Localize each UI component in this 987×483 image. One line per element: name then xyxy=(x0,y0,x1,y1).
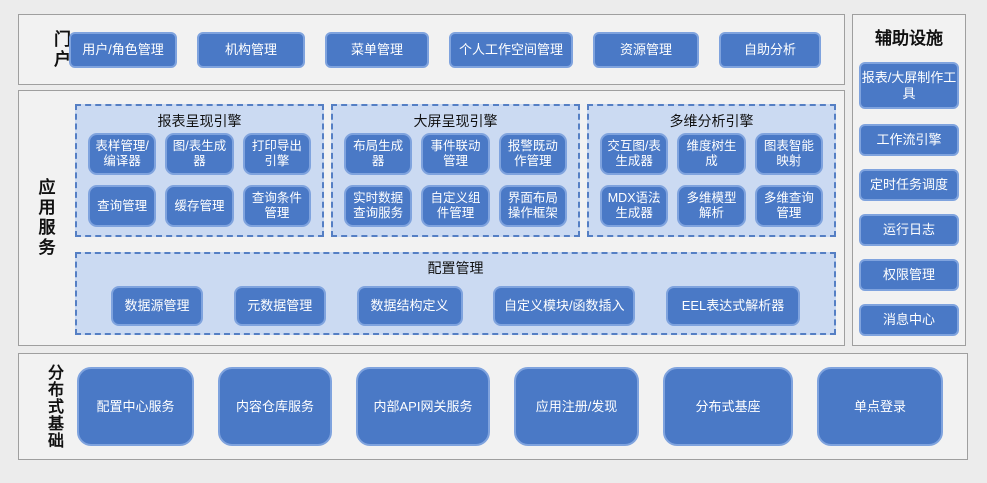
button-print-export-engine[interactable]: 打印导出引擎 xyxy=(242,133,311,176)
portal-button-user-role[interactable]: 用户/角色管理 xyxy=(69,31,177,68)
aux-facilities-section: 辅助设施 报表/大屏制作工具 工作流引擎 定时任务调度 运行日志 权限管理 消息… xyxy=(852,14,966,346)
button-multidim-model-parse[interactable]: 多维模型解析 xyxy=(677,185,746,228)
bigscreen-engine-group: 大屏呈现引擎 布局生成器 事件联动管理 报警既动作管理 实时数据查询服务 自定义… xyxy=(331,104,580,238)
button-scheduled-task[interactable]: 定时任务调度 xyxy=(859,169,959,201)
button-layout-generator[interactable]: 布局生成器 xyxy=(344,133,413,176)
button-dimension-tree-gen[interactable]: 维度树生成 xyxy=(677,133,746,176)
app-services-content: 报表呈现引擎 表样管理/编译器 图/表生成器 打印导出引擎 查询管理 缓存管理 … xyxy=(71,91,844,345)
button-interactive-chart-generator[interactable]: 交互图/表生成器 xyxy=(600,133,669,176)
button-cache-mgmt[interactable]: 缓存管理 xyxy=(165,185,234,228)
button-app-register-discovery[interactable]: 应用注册/发现 xyxy=(514,367,639,446)
button-run-log[interactable]: 运行日志 xyxy=(859,214,959,246)
button-content-repo-service[interactable]: 内容仓库服务 xyxy=(218,367,332,446)
config-mgmt-title: 配置管理 xyxy=(427,260,484,277)
button-alarm-action-mgmt[interactable]: 报警既动作管理 xyxy=(498,133,567,176)
button-chart-table-generator[interactable]: 图/表生成器 xyxy=(165,133,234,176)
button-metadata-mgmt[interactable]: 元数据管理 xyxy=(233,286,326,327)
olap-engine-title: 多维分析引擎 xyxy=(669,113,754,129)
button-message-center[interactable]: 消息中心 xyxy=(859,304,959,336)
olap-engine-group: 多维分析引擎 交互图/表生成器 维度树生成 图表智能映射 MDX语法生成器 多维… xyxy=(587,104,836,238)
button-mdx-syntax-generator[interactable]: MDX语法生成器 xyxy=(600,185,669,228)
olap-engine-grid: 交互图/表生成器 维度树生成 图表智能映射 MDX语法生成器 多维模型解析 多维… xyxy=(600,133,823,228)
button-permission-mgmt[interactable]: 权限管理 xyxy=(859,259,959,291)
button-chart-smart-mapping[interactable]: 图表智能映射 xyxy=(754,133,823,176)
portal-section-label: 门户 xyxy=(51,29,70,70)
button-datasource-mgmt[interactable]: 数据源管理 xyxy=(111,286,203,327)
button-eel-expression-parser[interactable]: EEL表达式解析器 xyxy=(666,286,800,327)
portal-button-menu[interactable]: 菜单管理 xyxy=(325,31,429,68)
app-services-section-label: 应用服务 xyxy=(35,178,55,258)
bigscreen-engine-title: 大屏呈现引擎 xyxy=(413,113,498,129)
portal-button-resource[interactable]: 资源管理 xyxy=(593,31,699,68)
aux-facilities-title: 辅助设施 xyxy=(875,29,943,48)
engine-groups: 报表呈现引擎 表样管理/编译器 图/表生成器 打印导出引擎 查询管理 缓存管理 … xyxy=(75,104,836,238)
button-multidim-query-mgmt[interactable]: 多维查询管理 xyxy=(754,185,823,228)
button-single-sign-on[interactable]: 单点登录 xyxy=(817,367,943,446)
distributed-base-label: 分布式基础 xyxy=(45,364,62,449)
button-workflow-engine[interactable]: 工作流引擎 xyxy=(859,124,959,156)
button-query-condition-mgmt[interactable]: 查询条件管理 xyxy=(242,185,311,228)
report-engine-group: 报表呈现引擎 表样管理/编译器 图/表生成器 打印导出引擎 查询管理 缓存管理 … xyxy=(75,104,324,238)
bigscreen-engine-grid: 布局生成器 事件联动管理 报警既动作管理 实时数据查询服务 自定义组件管理 界面… xyxy=(344,133,567,228)
button-realtime-data-query[interactable]: 实时数据查询服务 xyxy=(344,185,413,228)
button-event-linkage-mgmt[interactable]: 事件联动管理 xyxy=(421,133,490,176)
config-mgmt-row: 数据源管理 元数据管理 数据结构定义 自定义模块/函数插入 EEL表达式解析器 xyxy=(111,286,800,327)
portal-button-self-analysis[interactable]: 自助分析 xyxy=(719,31,821,68)
report-engine-title: 报表呈现引擎 xyxy=(157,113,242,129)
portal-button-org[interactable]: 机构管理 xyxy=(197,31,305,68)
distributed-button-row: 配置中心服务 内容仓库服务 内部API网关服务 应用注册/发现 分布式基座 单点… xyxy=(61,367,967,446)
portal-button-workspace[interactable]: 个人工作空间管理 xyxy=(449,31,573,68)
button-internal-api-gateway[interactable]: 内部API网关服务 xyxy=(356,367,490,446)
button-data-structure-def[interactable]: 数据结构定义 xyxy=(356,286,463,327)
button-custom-module-function[interactable]: 自定义模块/函数插入 xyxy=(493,286,636,327)
config-mgmt-group: 配置管理 数据源管理 元数据管理 数据结构定义 自定义模块/函数插入 EEL表达… xyxy=(75,252,836,335)
button-distributed-pedestal[interactable]: 分布式基座 xyxy=(663,367,793,446)
button-ui-layout-framework[interactable]: 界面布局操作框架 xyxy=(498,185,567,228)
report-engine-grid: 表样管理/编译器 图/表生成器 打印导出引擎 查询管理 缓存管理 查询条件管理 xyxy=(88,133,311,228)
button-report-bigscreen-tool[interactable]: 报表/大屏制作工具 xyxy=(859,62,959,109)
button-custom-component-mgmt[interactable]: 自定义组件管理 xyxy=(421,185,490,228)
portal-button-row: 用户/角色管理 机构管理 菜单管理 个人工作空间管理 资源管理 自助分析 xyxy=(69,31,847,68)
distributed-base-section: 分布式基础 配置中心服务 内容仓库服务 内部API网关服务 应用注册/发现 分布… xyxy=(18,353,968,460)
portal-section: 门户 用户/角色管理 机构管理 菜单管理 个人工作空间管理 资源管理 自助分析 xyxy=(18,14,845,85)
button-query-mgmt[interactable]: 查询管理 xyxy=(88,185,157,228)
button-style-mgmt-compiler[interactable]: 表样管理/编译器 xyxy=(88,133,157,176)
button-config-center-service[interactable]: 配置中心服务 xyxy=(77,367,194,446)
app-services-section: 应用服务 报表呈现引擎 表样管理/编译器 图/表生成器 打印导出引擎 查询管理 … xyxy=(18,90,845,346)
